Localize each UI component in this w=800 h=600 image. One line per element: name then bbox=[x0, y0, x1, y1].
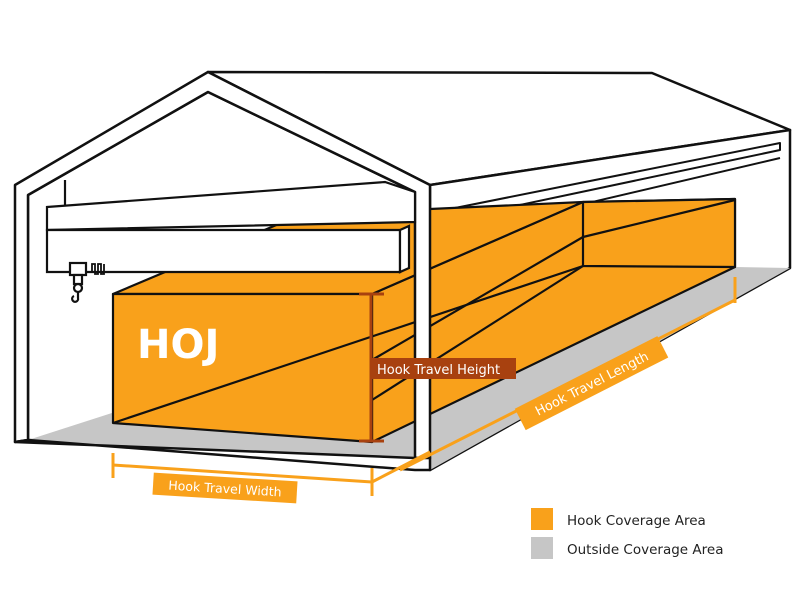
bridge-beam bbox=[45, 228, 402, 274]
width-label: Hook Travel Width bbox=[152, 472, 298, 504]
legend-label-coverage: Hook Coverage Area bbox=[567, 513, 706, 529]
overhead-crane bbox=[45, 180, 417, 303]
logo-hoj: HOJ bbox=[137, 322, 219, 368]
legend-swatch-outside bbox=[531, 537, 553, 559]
height-label-text: Hook Travel Height bbox=[377, 363, 500, 378]
legend: Hook Coverage Area Outside Coverage Area bbox=[531, 508, 723, 559]
legend-swatch-coverage bbox=[531, 508, 553, 530]
runway-beam bbox=[45, 180, 417, 232]
front-floor-edge bbox=[13, 438, 432, 472]
height-label: Hook Travel Height bbox=[371, 358, 516, 379]
legend-label-outside: Outside Coverage Area bbox=[567, 542, 723, 558]
width-dimension bbox=[111, 450, 431, 496]
width-label-text: Hook Travel Width bbox=[168, 478, 282, 500]
hoist-icon bbox=[68, 261, 105, 303]
